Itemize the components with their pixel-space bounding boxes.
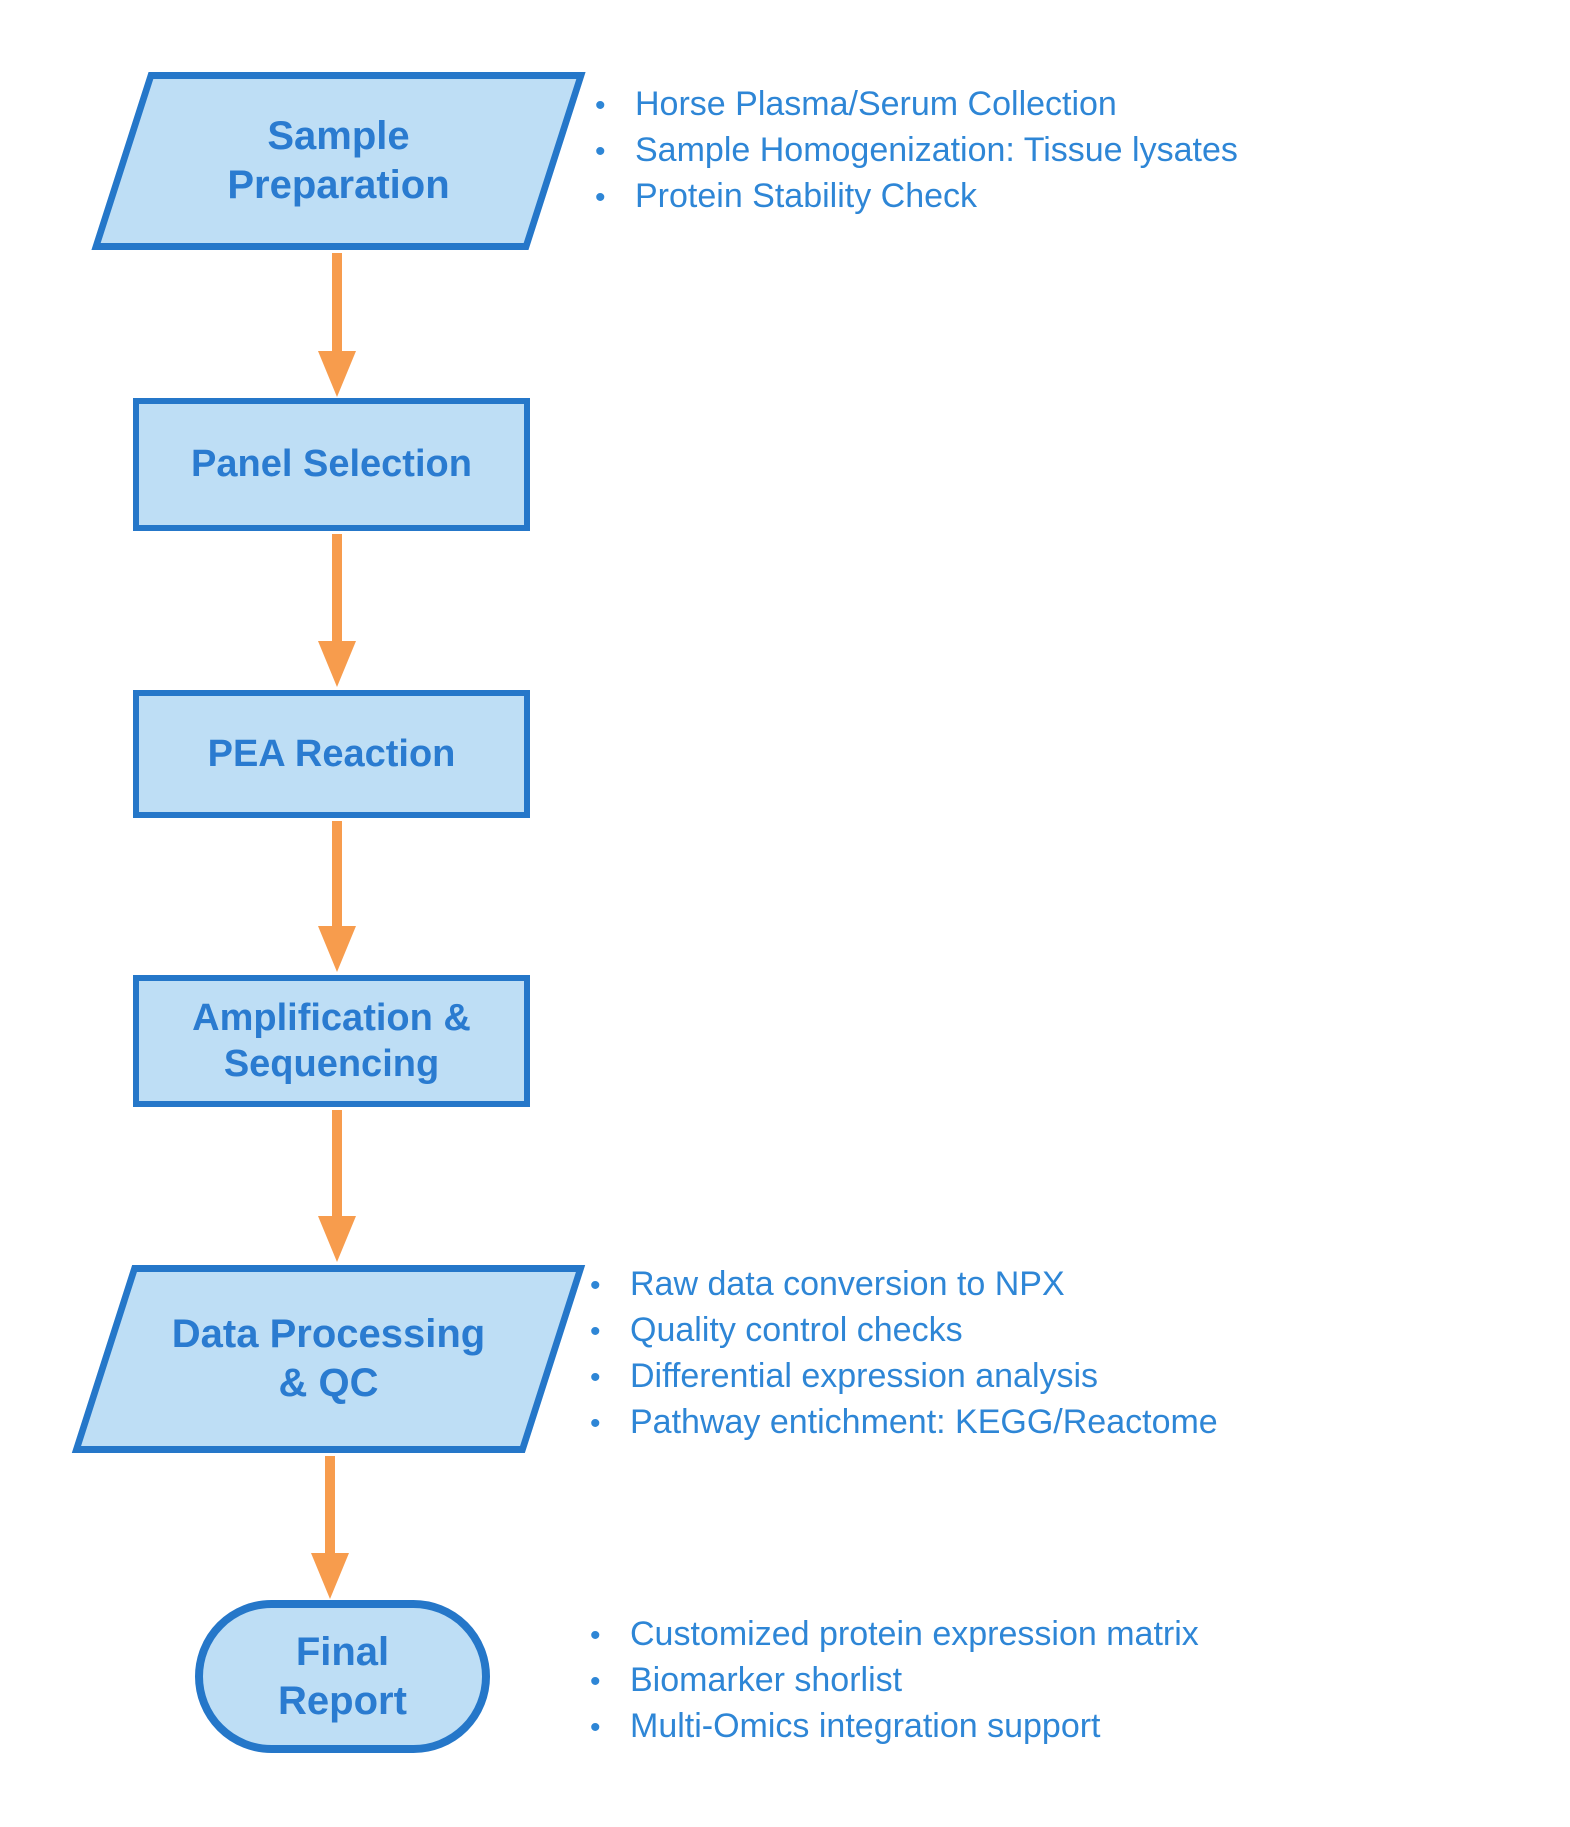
bullet-dot-icon: • [590,1315,601,1348]
bullet-dot-icon: • [590,1361,601,1394]
arrow-shaft [332,534,342,643]
node-pea-reaction: PEA Reaction [133,690,530,818]
arrow-shaft [325,1456,335,1555]
bullet-text: Protein Stability Check [635,177,978,215]
node-label-line: Preparation [227,163,450,207]
node-label-pea-reaction: PEA Reaction [139,696,524,812]
bullet-dot-icon: • [595,135,606,168]
bullet-item: • Pathway entichment: KEGG/Reactome [590,1400,1218,1446]
arrow-shaft [332,253,342,353]
annotation-list-sample-preparation: • Horse Plasma/Serum Collection • Sample… [595,82,1238,220]
node-label-panel-selection: Panel Selection [139,404,524,525]
node-label-amplification-sequencing: Amplification & Sequencing [139,981,524,1101]
bullet-item: • Raw data conversion to NPX [590,1262,1218,1308]
bullet-dot-icon: • [590,1665,601,1698]
bullet-text: Customized protein expression matrix [630,1615,1199,1653]
bullet-item: • Multi-Omics integration support [590,1704,1199,1750]
node-label-line: Report [278,1678,407,1723]
bullet-item: • Protein Stability Check [595,174,1238,220]
node-sample-preparation: Sample Preparation [91,72,586,250]
bullet-dot-icon: • [590,1407,601,1440]
node-amplification-sequencing: Amplification & Sequencing [133,975,530,1107]
arrow-head-icon [318,641,356,687]
bullet-text: Biomarker shorlist [630,1661,903,1699]
node-label-line: PEA Reaction [207,732,456,775]
arrow-shaft [332,821,342,928]
node-label-line: Amplification & [192,996,471,1039]
bullet-item: • Biomarker shorlist [590,1658,1199,1704]
node-data-processing-qc: Data Processing & QC [71,1265,586,1453]
arrow-head-icon [318,351,356,397]
node-label-line: Data Processing [171,1312,486,1357]
node-label-sample-preparation: Sample Preparation [120,72,557,250]
node-label-line: Panel Selection [191,443,472,486]
node-label-line: Sequencing [223,1043,440,1085]
bullet-item: • Quality control checks [590,1308,1218,1354]
bullet-text: Quality control checks [630,1311,963,1349]
bullet-text: Raw data conversion to NPX [630,1265,1065,1303]
bullet-text: Horse Plasma/Serum Collection [635,85,1117,123]
annotation-list-data-processing-qc: • Raw data conversion to NPX • Quality c… [590,1262,1218,1446]
bullet-item: • Customized protein expression matrix [590,1612,1199,1658]
bullet-item: • Horse Plasma/Serum Collection [595,82,1238,128]
arrow-head-icon [318,1216,356,1262]
bullet-dot-icon: • [595,181,606,214]
bullet-dot-icon: • [590,1711,601,1744]
bullet-text: Sample Homogenization: Tissue lysates [635,131,1238,169]
node-label-line: Final [295,1629,390,1674]
arrow-shaft [332,1110,342,1218]
bullet-text: Pathway entichment: KEGG/Reactome [630,1403,1218,1441]
node-label-line: & QC [278,1361,379,1405]
bullet-text: Differential expression analysis [630,1357,1099,1395]
bullet-dot-icon: • [595,89,606,122]
bullet-item: • Sample Homogenization: Tissue lysates [595,128,1238,174]
node-label-data-processing-qc: Data Processing & QC [102,1265,555,1453]
node-panel-selection: Panel Selection [133,398,530,531]
node-label-final-report: Final Report [203,1608,482,1745]
node-final-report: Final Report [195,1600,490,1753]
bullet-text: Multi-Omics integration support [630,1707,1101,1745]
arrow-head-icon [311,1553,349,1599]
bullet-item: • Differential expression analysis [590,1354,1218,1400]
bullet-dot-icon: • [590,1269,601,1302]
bullet-dot-icon: • [590,1619,601,1652]
annotation-list-final-report: • Customized protein expression matrix •… [590,1612,1199,1750]
arrow-head-icon [318,926,356,972]
node-label-line: Sample [267,114,410,159]
